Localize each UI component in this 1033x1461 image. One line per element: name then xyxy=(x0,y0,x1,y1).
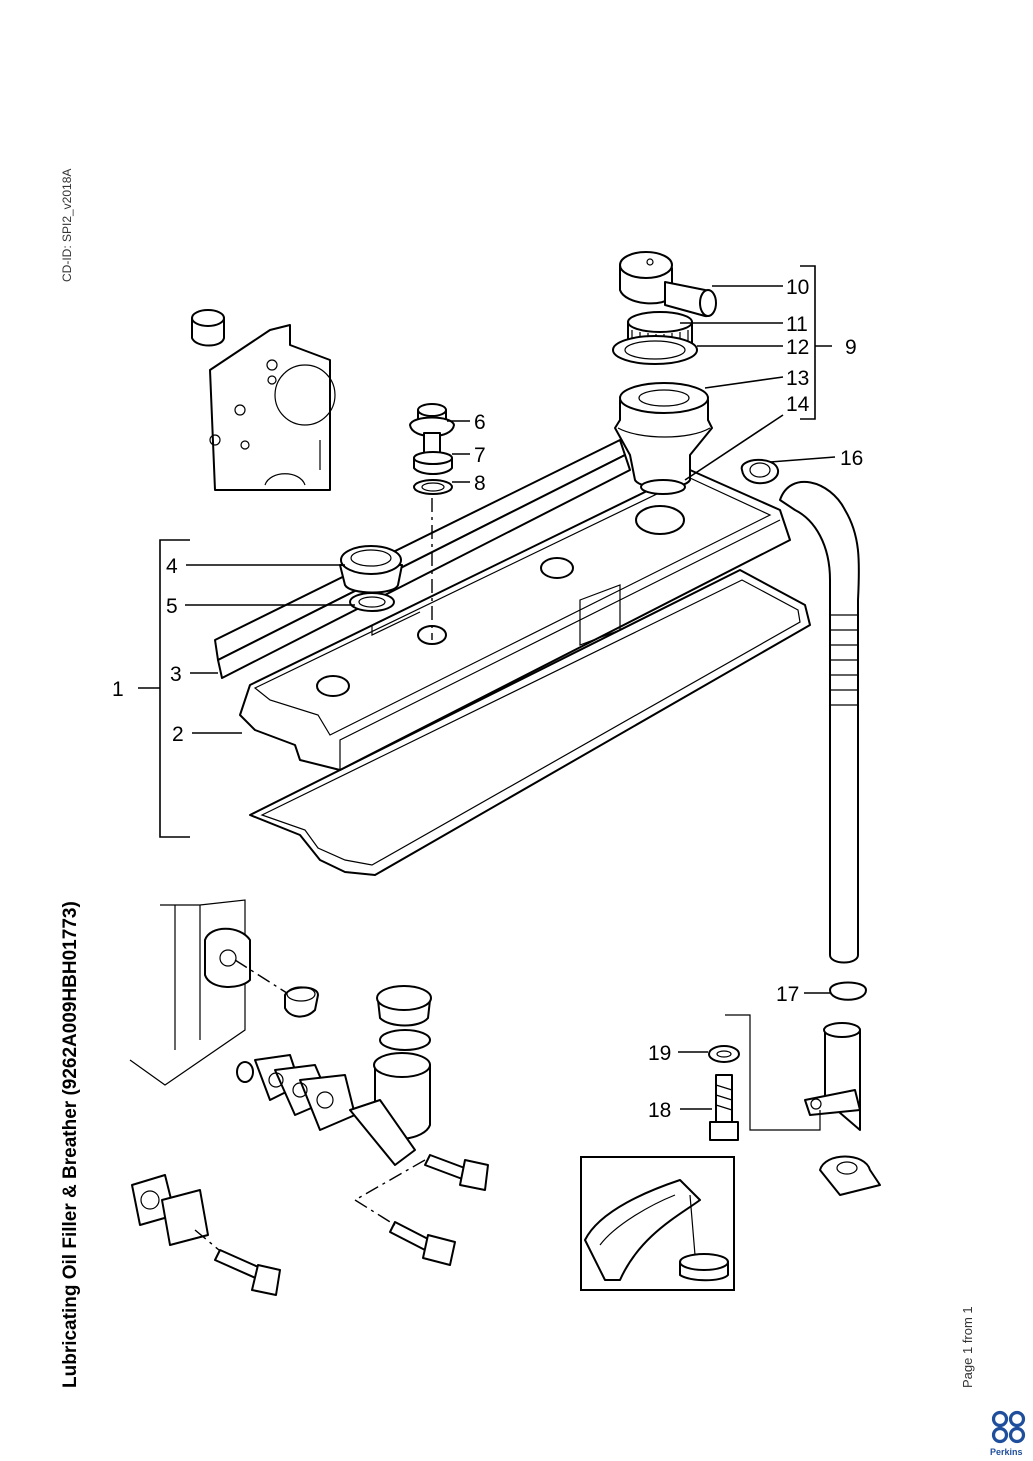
breather-valve-parts xyxy=(409,403,455,640)
callout-17: 17 xyxy=(776,983,799,1006)
callout-4: 4 xyxy=(166,555,178,578)
callout-11: 11 xyxy=(786,313,808,336)
callout-5: 5 xyxy=(166,595,178,618)
callout-3: 3 xyxy=(170,663,182,686)
callout-10: 10 xyxy=(786,276,809,299)
alternative-filler-parts xyxy=(129,899,489,1296)
callout-7: 7 xyxy=(474,444,486,467)
engine-block-fragment xyxy=(191,309,336,491)
callout-8: 8 xyxy=(474,472,486,495)
breather-pipe xyxy=(708,458,881,1196)
callout-9: 9 xyxy=(845,336,857,359)
callout-19: 19 xyxy=(648,1042,671,1065)
callout-16: 16 xyxy=(840,447,863,470)
callout-13: 13 xyxy=(786,367,809,390)
callout-6: 6 xyxy=(474,411,486,434)
callout-1: 1 xyxy=(112,678,124,701)
rocker-cover xyxy=(214,439,811,876)
leader-lines xyxy=(138,265,836,1110)
perkins-logo-icon xyxy=(991,1410,1026,1444)
callout-labels: 1 2 3 4 5 6 7 8 9 10 11 12 13 14 16 17 1… xyxy=(112,276,863,1122)
oil-filler-cap xyxy=(339,545,403,612)
callout-2: 2 xyxy=(172,723,184,746)
callout-14: 14 xyxy=(786,393,810,416)
inset-detail xyxy=(580,1156,735,1291)
breather-assembly xyxy=(612,251,717,495)
callout-12: 12 xyxy=(786,336,809,359)
brand-name: Perkins xyxy=(990,1447,1023,1457)
callout-18: 18 xyxy=(648,1099,671,1122)
